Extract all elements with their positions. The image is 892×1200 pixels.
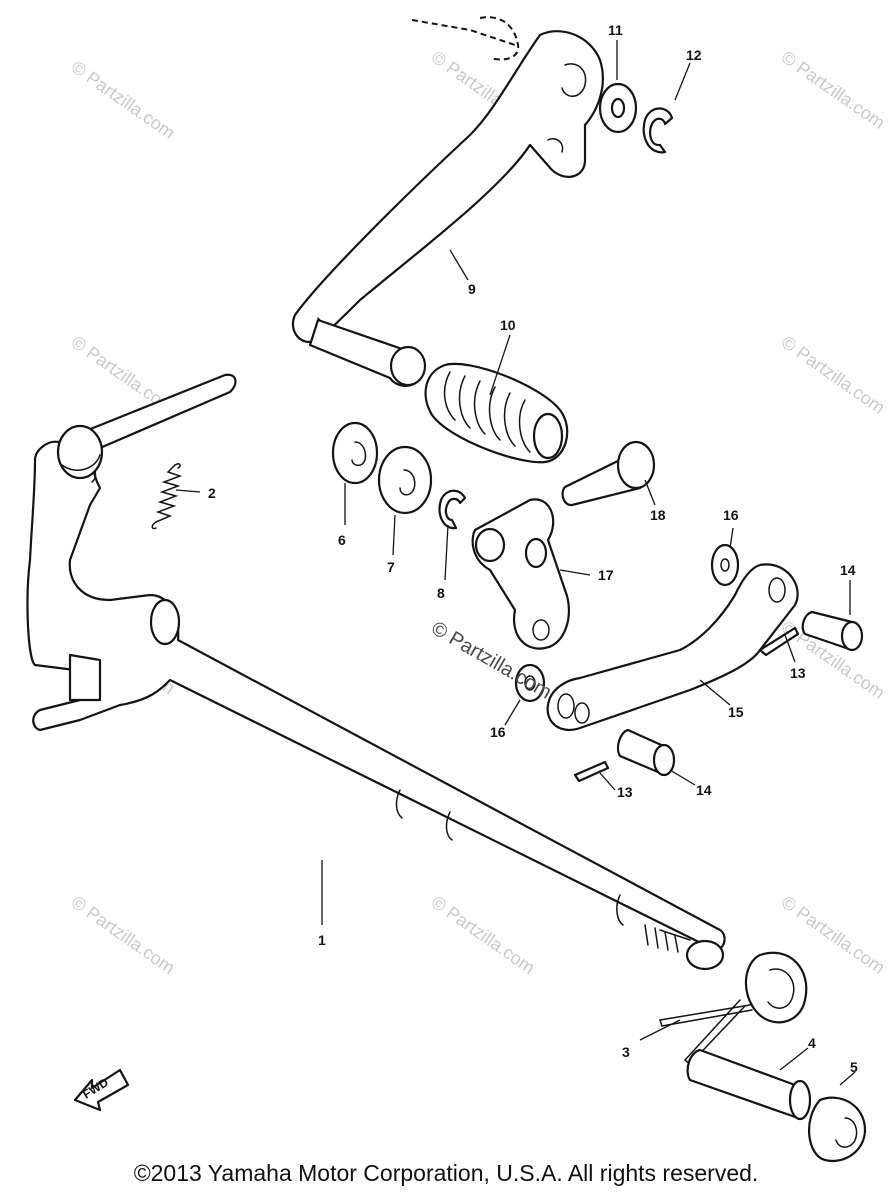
watermark: © Partzilla.com [68, 57, 179, 143]
part-7-washer [377, 445, 433, 515]
watermark: © Partzilla.com [778, 47, 889, 133]
part-3-torsion-spring [659, 951, 808, 1066]
part-16-washer-bottom-hole [524, 675, 536, 691]
callout-18: 18 [650, 507, 666, 523]
callout-15: 15 [728, 704, 744, 720]
part-4-collar [686, 1048, 812, 1121]
part-7-washer-hole [399, 469, 416, 496]
part-17-shift-lever [471, 498, 570, 650]
callout-14-top: 14 [840, 562, 856, 578]
part-1-shift-shaft [26, 373, 726, 971]
copyright-notice: ©2013 Yamaha Motor Corporation, U.S.A. A… [133, 1160, 759, 1186]
callout-4: 4 [808, 1035, 816, 1051]
callout-17: 17 [598, 567, 614, 583]
part-16-washer-top [710, 543, 740, 587]
callout-16-bottom: 16 [490, 724, 506, 740]
part-9-pedal-arm [292, 16, 604, 387]
callout-11: 11 [608, 22, 623, 38]
part-14-pin-top [801, 610, 864, 652]
watermark: © Partzilla.com [778, 332, 889, 418]
part-13-cotter-pin-bottom [573, 760, 610, 783]
part-11-washer-hole [610, 97, 626, 119]
part-5-cap [807, 1096, 867, 1163]
part-13-cotter-pin-top [758, 626, 800, 657]
callout-10: 10 [500, 317, 516, 333]
callout-7: 7 [387, 559, 395, 575]
part-16-washer-top-hole [720, 558, 730, 572]
callout-12: 12 [686, 47, 702, 63]
watermark: © Partzilla.com [68, 892, 179, 978]
part-12-circlip [642, 107, 674, 154]
callout-5: 5 [850, 1059, 858, 1075]
part-6-washer [331, 421, 379, 485]
part-10-pedal-rubber [424, 362, 569, 464]
part-18-bolt [561, 440, 656, 507]
callout-9: 9 [468, 281, 476, 297]
callout-14-bottom: 14 [696, 782, 712, 798]
callout-13-bottom: 13 [617, 784, 633, 800]
part-15-link-rod [546, 563, 799, 731]
callout-13-top: 13 [790, 665, 806, 681]
callout-16-top: 16 [723, 507, 739, 523]
leader-lines [175, 40, 856, 1086]
part-8-circlip [438, 489, 467, 530]
callout-labels: 1 2 3 4 5 6 7 8 9 10 11 12 13 13 14 14 1… [208, 22, 858, 1075]
part-2-spring [151, 463, 183, 530]
callout-6: 6 [338, 532, 346, 548]
part-6-washer-hole [351, 441, 367, 467]
part-14-pin-bottom [616, 728, 676, 777]
fwd-arrow-icon: FWD [73, 1068, 130, 1112]
part-16-washer-bottom [514, 663, 546, 703]
callout-1: 1 [318, 932, 326, 948]
watermark: © Partzilla.com [428, 892, 539, 978]
callout-8: 8 [437, 585, 445, 601]
callout-3: 3 [622, 1044, 630, 1060]
callout-2: 2 [208, 485, 216, 501]
